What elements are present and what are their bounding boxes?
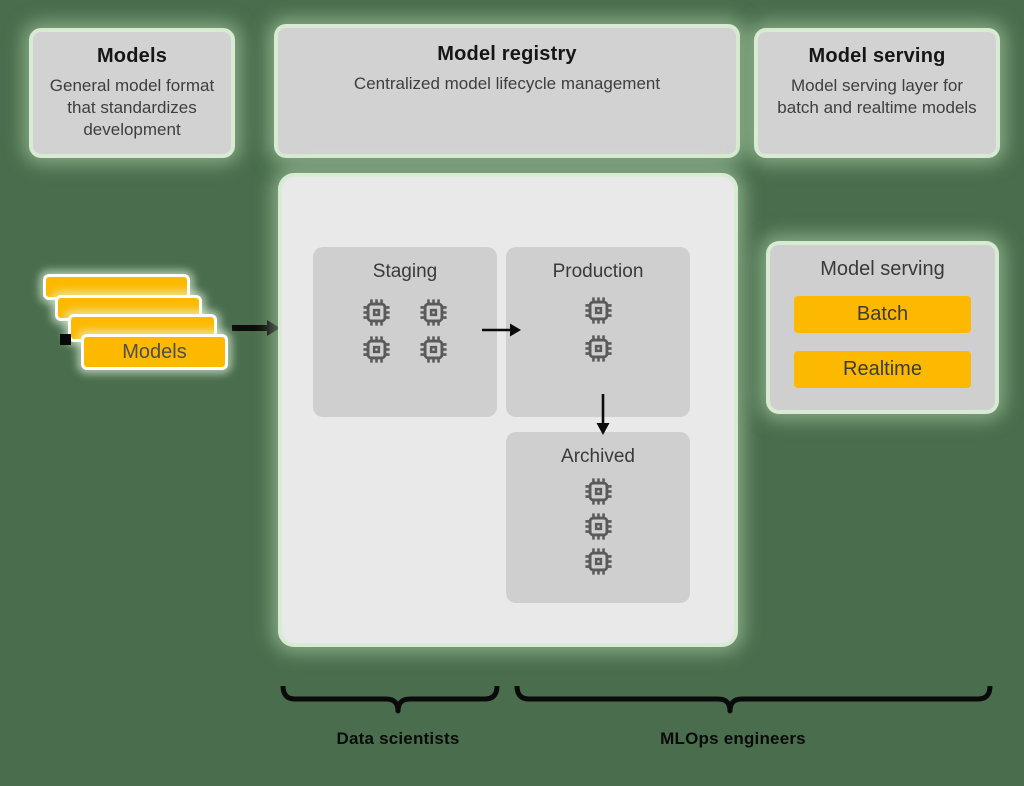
curly-brace-left-icon [280, 685, 500, 714]
card-description: General model format that standardizes d… [49, 76, 215, 140]
arrow-staging-to-production-icon [482, 323, 521, 337]
stage-box-archived: Archived [506, 432, 690, 603]
card-title: Model registry [437, 43, 577, 65]
stage-box-staging: Staging [313, 247, 497, 417]
stage-models [340, 299, 470, 363]
header-card-models: Models General model format that standar… [33, 32, 231, 154]
model-chip-icon [584, 548, 612, 575]
model-chip-icon [420, 299, 447, 326]
stage-box-production: Production [506, 247, 690, 417]
model-serving-panel: Model serving Batch Realtime [770, 245, 995, 410]
stage-title: Archived [561, 446, 635, 467]
realtime-button: Realtime [794, 351, 971, 388]
grouping-braces [280, 685, 993, 714]
header-card-model-serving: Model serving Model serving layer for ba… [758, 32, 996, 154]
curly-brace-right-icon [514, 685, 993, 714]
model-chip-icon [363, 336, 390, 363]
stage-models [506, 478, 690, 575]
model-chip-icon [584, 478, 612, 505]
header-card-model-registry: Model registry Centralized model lifecyc… [278, 28, 736, 154]
label-mlops-engineers: MLOps engineers [660, 729, 806, 748]
model-chip-icon [584, 513, 612, 540]
model-registry-panel: Staging Production Archived [282, 177, 734, 643]
stage-title: Production [552, 261, 644, 282]
model-chip-icon [584, 297, 612, 324]
model-card-front: Models [81, 334, 228, 370]
card-title: Models [96, 45, 168, 67]
card-description: Model serving layer for batch and realti… [777, 76, 977, 118]
black-mark [60, 334, 71, 345]
card-description: Centralized model lifecycle management [353, 74, 661, 93]
card-title: Model serving [808, 45, 946, 67]
arrow-production-to-archived-icon [596, 394, 610, 435]
model-chip-icon [420, 336, 447, 363]
batch-button: Batch [794, 296, 971, 333]
arrow-models-to-registry-icon [232, 320, 280, 336]
model-chip-icon [363, 299, 390, 326]
stage-models [506, 297, 690, 362]
stage-title: Staging [372, 261, 438, 282]
label-data-scientists: Data scientists [336, 729, 460, 748]
serving-panel-title: Model serving [820, 258, 945, 280]
model-chip-icon [584, 335, 612, 362]
